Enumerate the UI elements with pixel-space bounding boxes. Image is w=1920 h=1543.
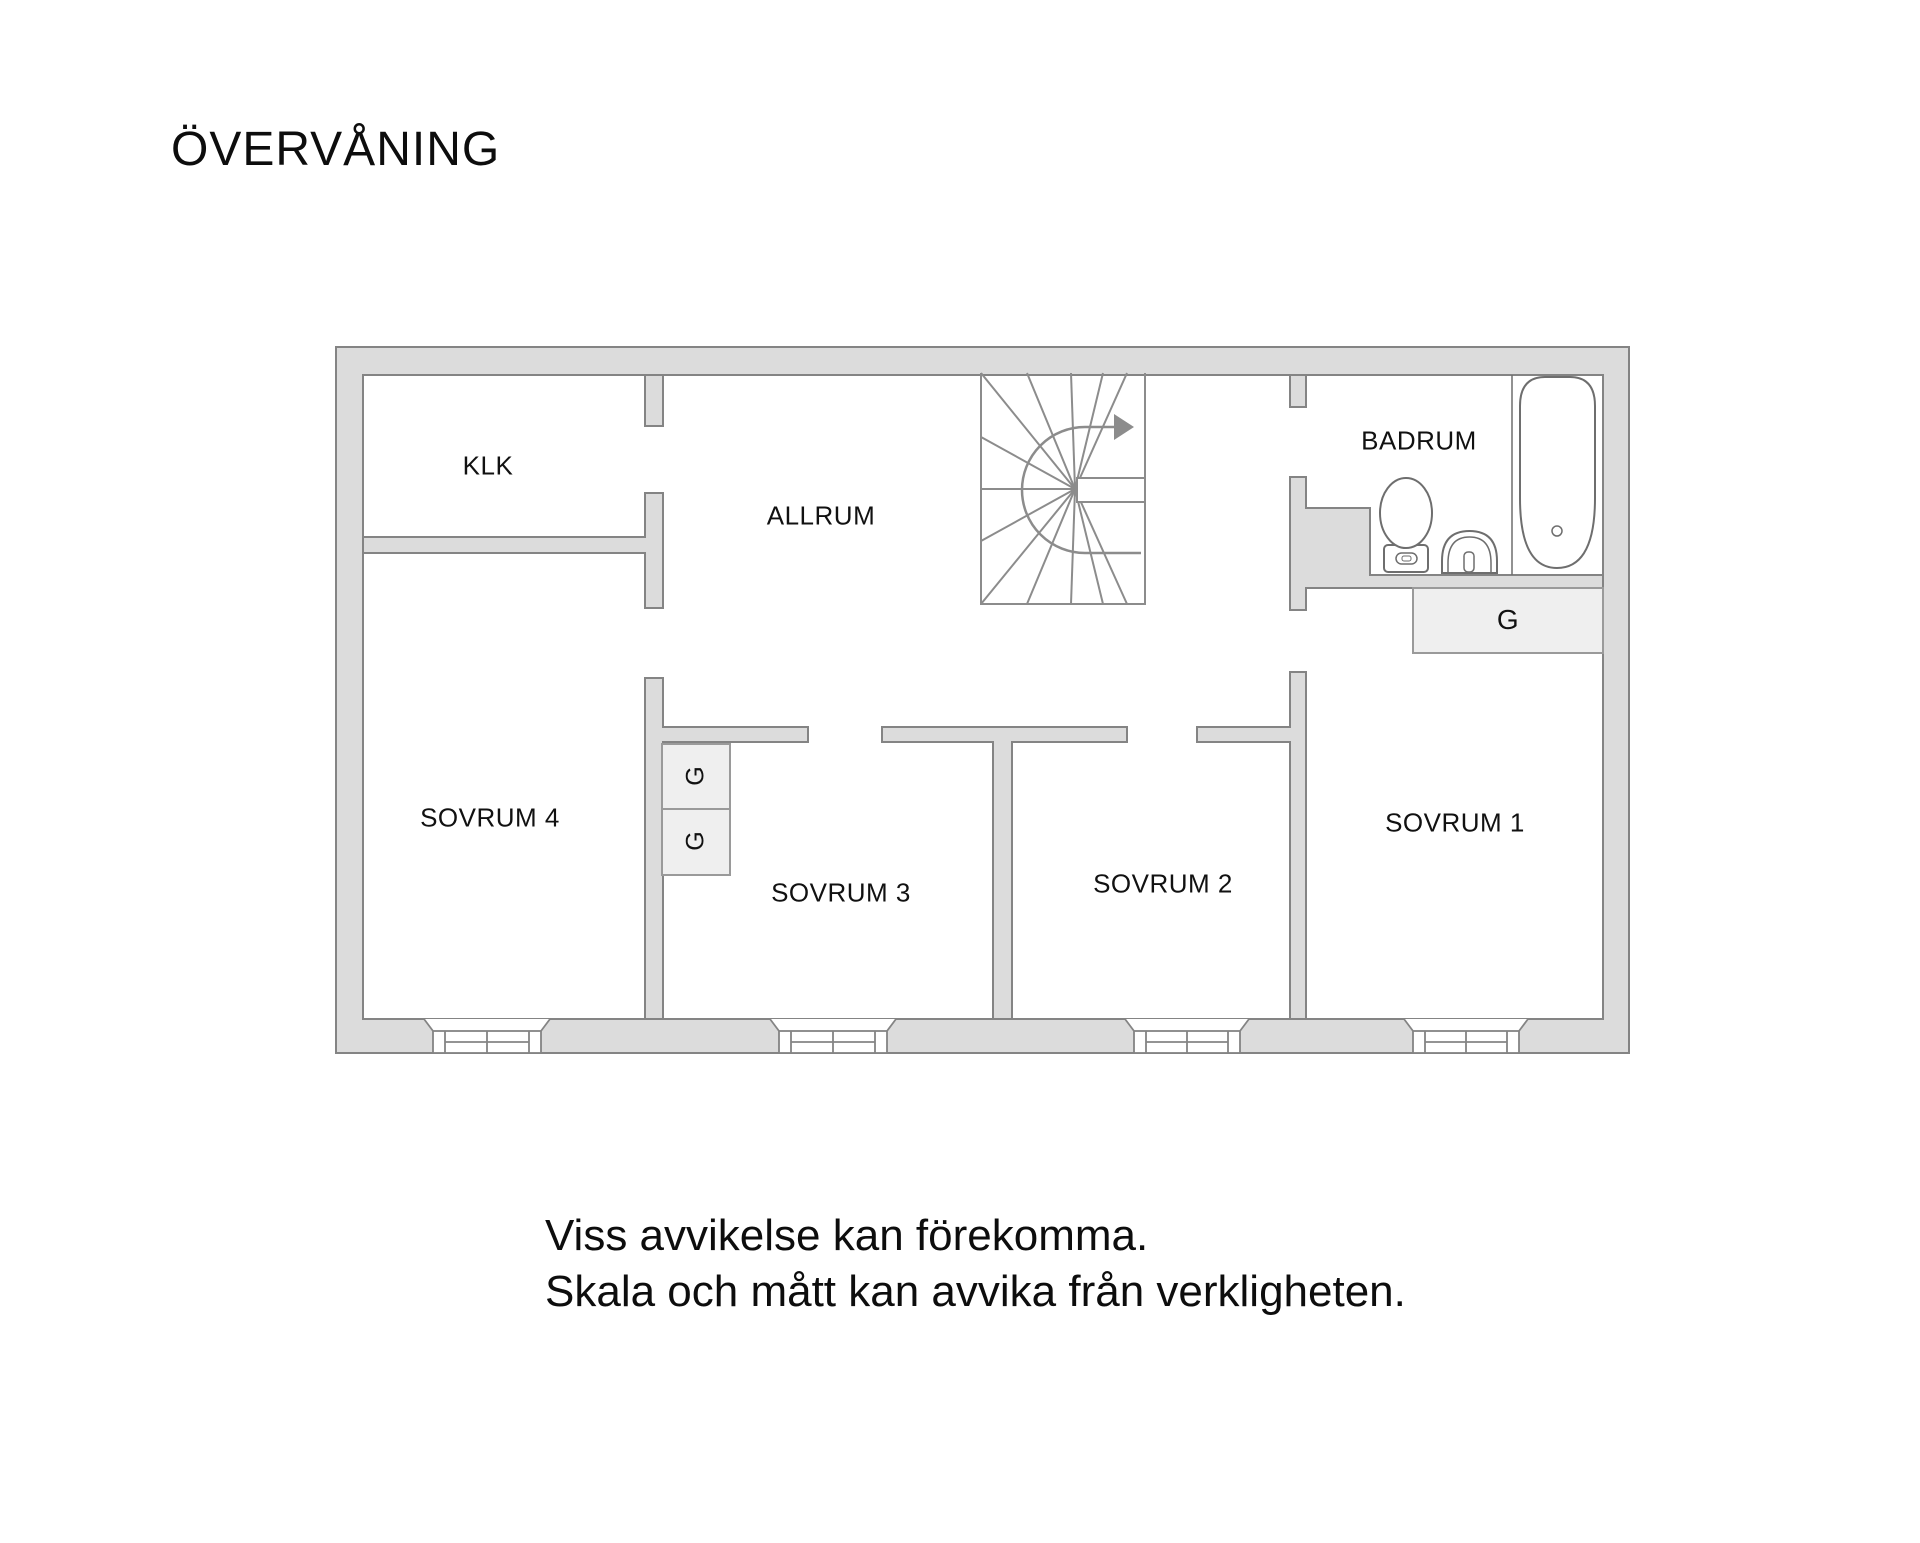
- wall-klk-bottom: [362, 492, 664, 609]
- wardrobe-left-lower: [661, 808, 731, 876]
- outer-wall: [335, 346, 1630, 1054]
- wall-badrum: [1289, 476, 1604, 611]
- toilet-icon: [1379, 477, 1433, 573]
- wall-sovrum3-sovrum2: [881, 726, 1128, 1020]
- wardrobe-label-g3: G: [1496, 604, 1520, 635]
- room-label-sovrum4: SOVRUM 4: [420, 802, 560, 833]
- wall-klk-door-stub: [644, 374, 664, 427]
- wardrobe-right: [1412, 587, 1604, 654]
- room-label-klk: KLK: [462, 450, 514, 481]
- bathroom-fixtures: [1379, 375, 1596, 575]
- wardrobe-label-g1: G: [681, 766, 710, 786]
- window-sovrum4: [423, 1018, 551, 1054]
- sink-icon: [1441, 529, 1498, 574]
- room-label-sovrum2: SOVRUM 2: [1093, 868, 1233, 899]
- disclaimer-text: Viss avvikelse kan förekomma. Skala och …: [545, 1208, 1406, 1320]
- disclaimer-line-1: Viss avvikelse kan förekomma.: [545, 1211, 1149, 1260]
- stair-treads: [980, 372, 1128, 605]
- window-sovrum2: [1124, 1018, 1250, 1054]
- windows: [423, 1018, 1529, 1054]
- stair-landing: [1076, 477, 1146, 503]
- staircase: [980, 372, 1146, 605]
- wardrobe-label-g2: G: [681, 831, 710, 851]
- wall-sovrum4-divider: [644, 677, 809, 1020]
- room-label-sovrum3: SOVRUM 3: [771, 877, 911, 908]
- window-sovrum3: [769, 1018, 897, 1054]
- wardrobe-left-upper: [661, 743, 731, 810]
- room-label-sovrum1: SOVRUM 1: [1385, 807, 1525, 838]
- wall-sovrum2-sovrum1: [1196, 671, 1307, 1020]
- page-title: ÖVERVÅNING: [171, 123, 501, 176]
- room-label-badrum: BADRUM: [1361, 425, 1477, 456]
- stair-walkline: [1020, 425, 1141, 555]
- disclaimer-line-2: Skala och mått kan avvika från verklighe…: [545, 1267, 1406, 1316]
- walls: [335, 346, 1630, 1054]
- wardrobes: [661, 587, 1604, 876]
- stair-arrow-icon: [1114, 414, 1134, 440]
- wall-badrum-door-stub: [1289, 374, 1307, 408]
- window-sovrum1: [1403, 1018, 1529, 1054]
- bathtub-icon: [1519, 376, 1596, 570]
- room-label-allrum: ALLRUM: [766, 500, 876, 531]
